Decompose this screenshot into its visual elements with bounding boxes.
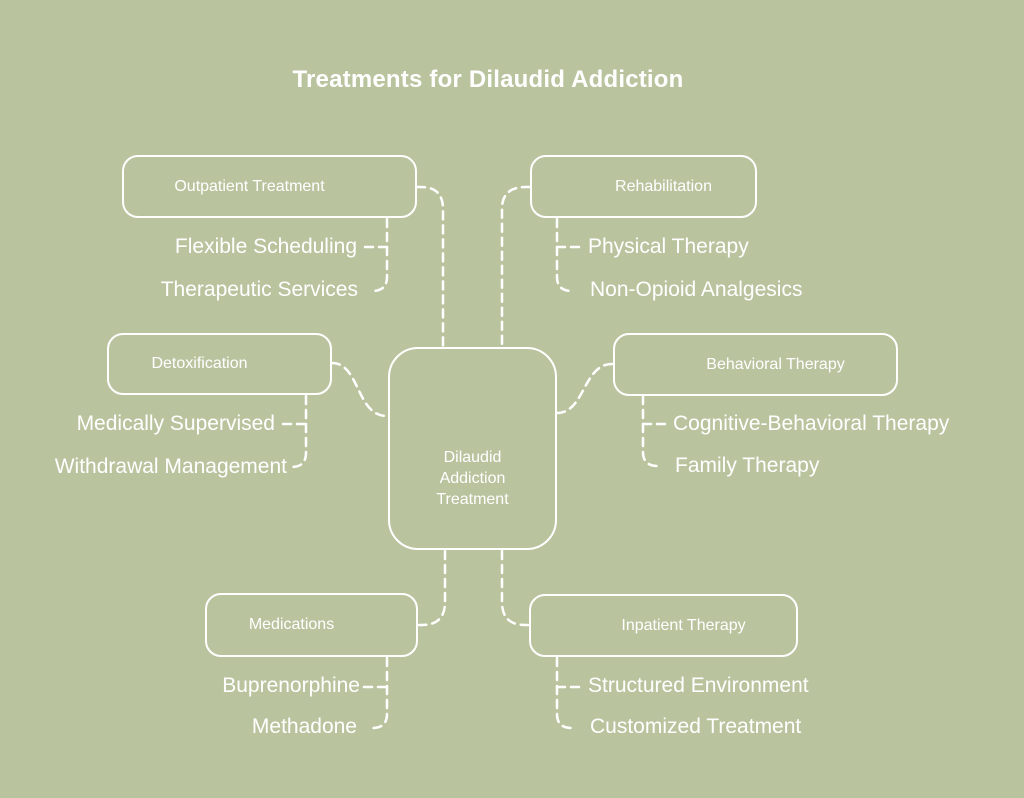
leaf-customized-treatment: Customized Treatment: [590, 715, 802, 738]
leaf-physical-therapy: Physical Therapy: [588, 235, 749, 258]
node-rehabilitation: Rehabilitation: [530, 155, 757, 218]
node-label: Rehabilitation: [615, 177, 712, 195]
wire-inpatient-children: [555, 656, 574, 730]
leaf-therapeutic-services: Therapeutic Services: [160, 278, 358, 301]
wire-rehabilitation-to-center: [500, 185, 532, 348]
center-node-line-2: Addiction: [439, 470, 506, 487]
leaf-buprenorphine: Buprenorphine: [222, 674, 360, 697]
wire-detoxification-children: [289, 394, 308, 469]
node-label: Medications: [248, 616, 335, 633]
node-behavioral-therapy: Behavioral Therapy: [613, 333, 898, 396]
leaf-family-therapy: Family Therapy: [675, 454, 820, 477]
leaf-withdrawal-management: Withdrawal Management: [54, 455, 287, 478]
node-label: Outpatient Treatment: [174, 177, 325, 195]
node-detoxification: Detoxification: [107, 333, 332, 395]
wire-medications-children: [370, 656, 389, 730]
leaf-flexible-scheduling: Flexible Scheduling: [174, 235, 357, 258]
leaf-medically-supervised: Medically Supervised: [76, 412, 275, 435]
leaf-methadone: Methadone: [251, 715, 357, 738]
wire-rehabilitation-children: [555, 217, 574, 293]
node-label: Inpatient Therapy: [621, 616, 746, 634]
leaf-structured-environment: Structured Environment: [588, 674, 809, 697]
leaf-cognitive-behavioral-therapy: Cognitive-Behavioral Therapy: [673, 412, 950, 435]
node-center: Dilaudid Addiction Treatment: [388, 347, 557, 550]
leaf-non-opioid-analgesics: Non-Opioid Analgesics: [590, 278, 803, 301]
wire-behavioral-children: [641, 394, 660, 468]
center-node-line-1: Dilaudid: [443, 449, 502, 466]
wire-outpatient-to-center: [415, 185, 445, 348]
node-label: Detoxification: [151, 355, 248, 372]
wire-center-to-behavioral: [555, 362, 614, 415]
diagram-title: Treatments for Dilaudid Addiction: [292, 66, 684, 93]
wire-detoxification-to-center: [330, 361, 389, 418]
node-outpatient-treatment: Outpatient Treatment: [122, 155, 417, 218]
wire-center-to-medications: [417, 549, 447, 627]
node-label: Behavioral Therapy: [706, 355, 845, 373]
wire-outpatient-children: [370, 217, 389, 293]
node-medications: Medications: [205, 593, 418, 657]
wire-center-to-inpatient: [500, 549, 530, 627]
node-inpatient-therapy: Inpatient Therapy: [529, 594, 798, 657]
center-node-line-3: Treatment: [436, 491, 509, 508]
